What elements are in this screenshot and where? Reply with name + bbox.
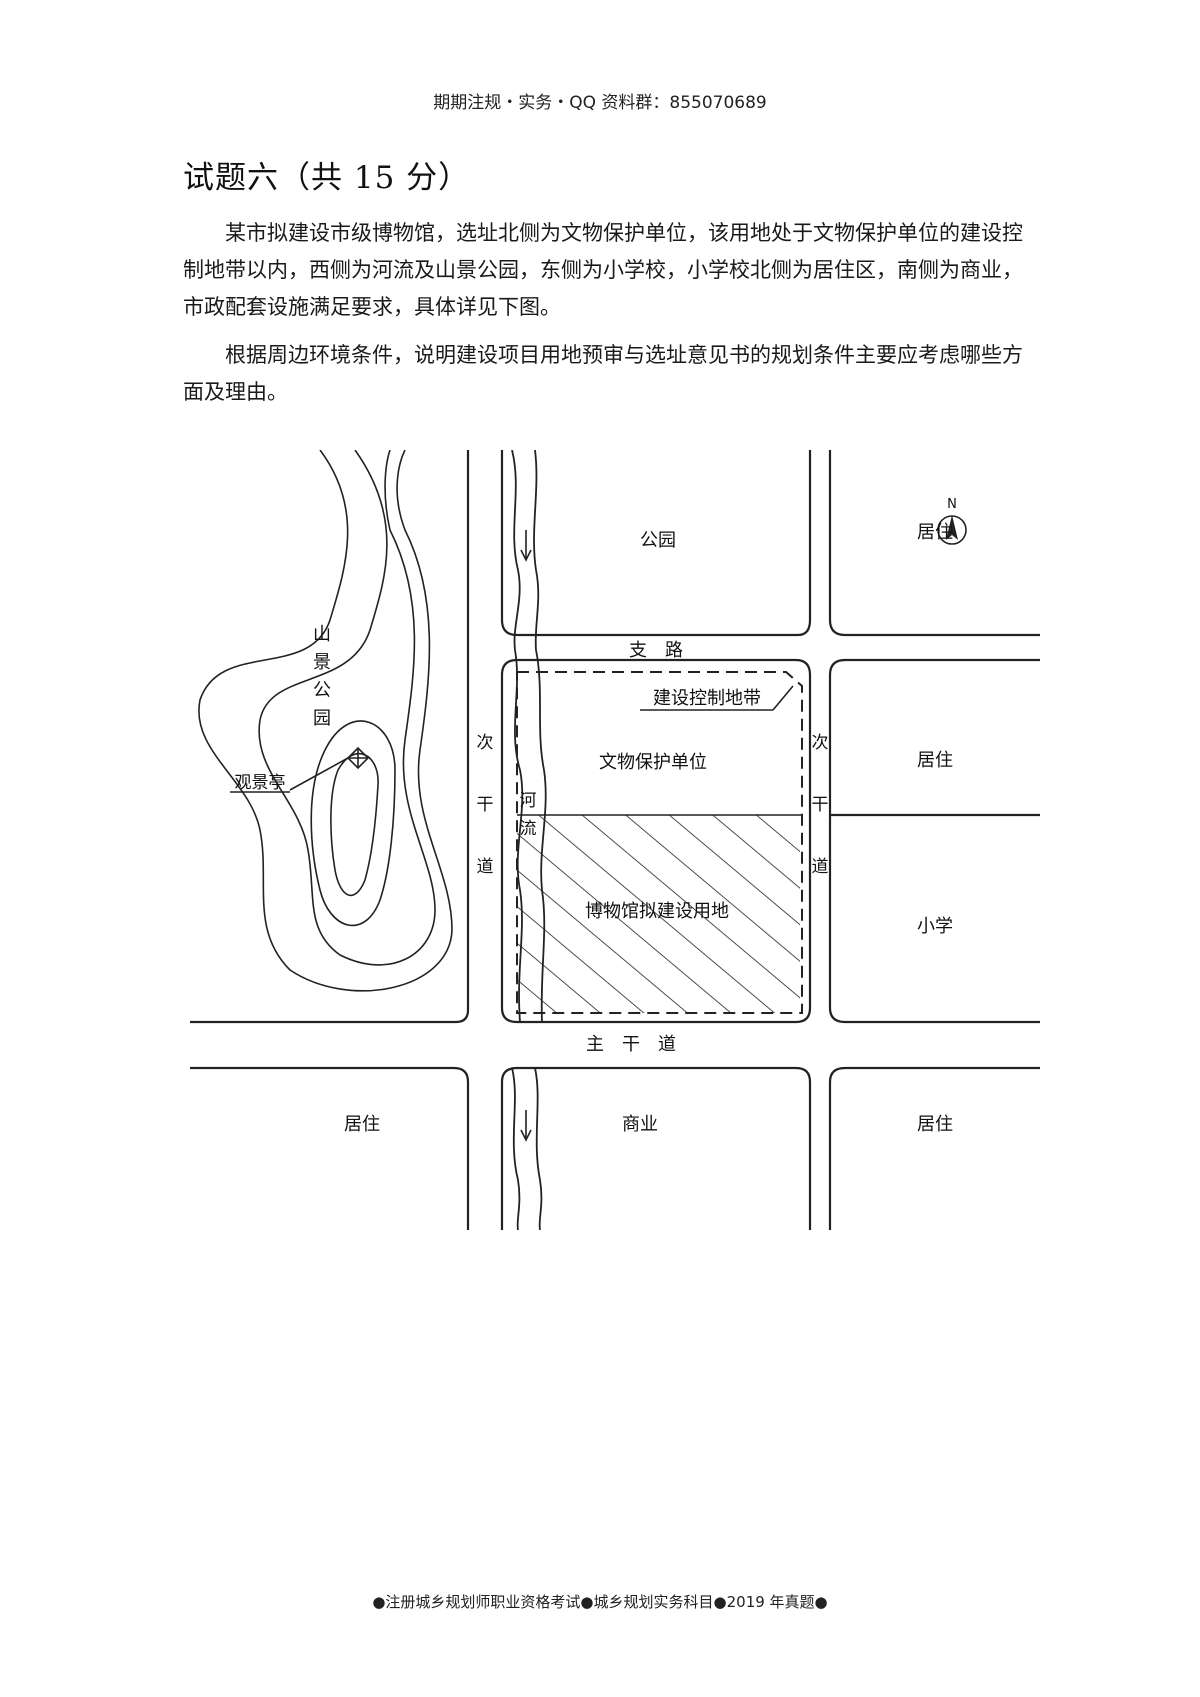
svg-text:道: 道 (812, 857, 829, 877)
north-arrow: N (937, 497, 967, 545)
svg-text:流: 流 (520, 819, 537, 839)
site-plan-map: N 公园 居住 支 路 山 景 公 园 建设控制地带 文物保护单位 次 干 道 … (190, 450, 1040, 1230)
label-residential-sw: 居住 (344, 1114, 380, 1135)
label-commercial: 商业 (622, 1114, 658, 1135)
terrain-contours (198, 450, 453, 992)
north-label: N (947, 497, 957, 512)
label-secondary-road-west: 次 干 道 (477, 733, 494, 877)
svg-text:干: 干 (812, 795, 829, 815)
svg-text:干: 干 (477, 795, 494, 815)
label-park-north: 公园 (640, 530, 676, 551)
question-paragraph-1: 某市拟建设市级博物馆，选址北侧为文物保护单位，该用地处于文物保护单位的建设控制地… (183, 221, 1023, 319)
label-heritage-unit: 文物保护单位 (599, 752, 707, 773)
control-zone-boundary (516, 671, 803, 1014)
control-zone-leader (772, 685, 794, 711)
label-mountain-park: 山 景 公 园 (313, 624, 331, 729)
svg-text:道: 道 (477, 857, 494, 877)
svg-text:次: 次 (812, 733, 829, 753)
label-pavilion: 观景亭 (235, 773, 286, 793)
svg-text:河: 河 (520, 791, 537, 811)
page-header: 期期注规・实务・QQ 资料群：855070689 (433, 93, 767, 113)
svg-text:景: 景 (313, 652, 331, 673)
label-branch-road: 支 路 (629, 640, 683, 661)
svg-text:山: 山 (313, 624, 331, 645)
label-secondary-road-east: 次 干 道 (812, 733, 829, 877)
pavilion-symbol (230, 746, 370, 793)
label-river: 河 流 (520, 791, 537, 839)
label-main-road: 主 干 道 (586, 1034, 676, 1055)
museum-site-hatch (517, 815, 800, 1013)
svg-text:次: 次 (477, 733, 494, 753)
svg-text:公: 公 (313, 680, 331, 701)
label-residential-ne: 居住 (917, 522, 953, 543)
page-footer: ●注册城乡规划师职业资格考试●城乡规划实务科目●2019 年真题● (372, 1593, 828, 1611)
river-flow-arrows (520, 530, 532, 1142)
label-residential-se: 居住 (917, 1114, 953, 1135)
label-school: 小学 (917, 916, 953, 937)
svg-text:园: 园 (313, 708, 331, 729)
question-paragraph-2: 根据周边环境条件，说明建设项目用地预审与选址意见书的规划条件主要应考虑哪些方面及… (183, 343, 1023, 404)
question-title: 试题六（共 15 分） (183, 160, 471, 196)
label-control-zone: 建设控制地带 (653, 688, 761, 709)
block-outlines (190, 450, 1040, 1230)
label-museum-site: 博物馆拟建设用地 (585, 901, 729, 922)
label-residential-east: 居住 (917, 750, 953, 771)
